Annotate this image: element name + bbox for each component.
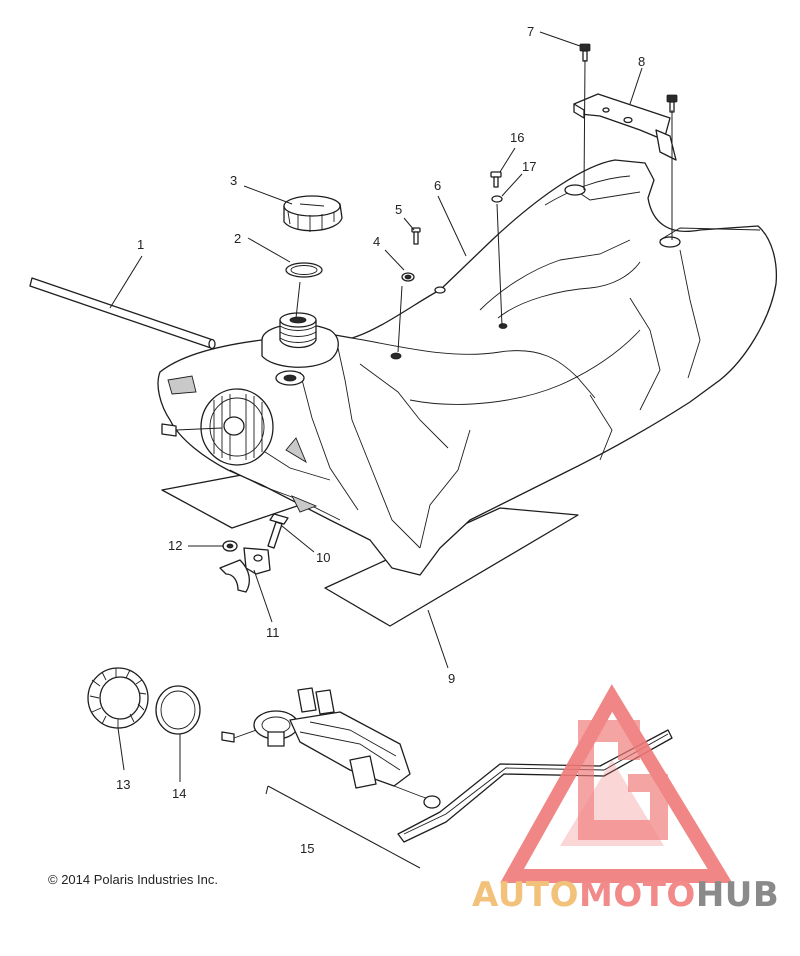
screw-7: [579, 43, 591, 62]
screw-16: [490, 171, 502, 188]
callout-16: 16: [510, 130, 524, 145]
callout-6: 6: [434, 178, 441, 193]
fuel-cap: [283, 195, 343, 232]
callout-8: 8: [638, 54, 645, 69]
cap-seal: [285, 262, 323, 278]
callout-1: 1: [137, 237, 144, 252]
callout-5: 5: [395, 202, 402, 217]
callout-15: 15: [300, 841, 314, 856]
clip-11: [219, 547, 271, 593]
o-ring-14: [155, 685, 201, 735]
leader-lines: [109, 31, 673, 869]
lock-ring-13: [87, 667, 149, 729]
watermark-brand-text: AUTOMOTOHUB: [472, 875, 779, 915]
callout-10: 10: [316, 550, 330, 565]
washer-17: [491, 195, 503, 203]
watermark-moto: MOTO: [579, 875, 696, 915]
copyright-text: © 2014 Polaris Industries Inc.: [48, 872, 218, 887]
callout-2: 2: [234, 231, 241, 246]
callout-3: 3: [230, 173, 237, 188]
callout-labels: 1 2 3 4 5 6 7 8 9 10 11 12 13 14 15 16 1…: [116, 24, 645, 856]
fuel-tank: [157, 159, 778, 576]
nut-12: [222, 540, 238, 552]
callout-14: 14: [172, 786, 186, 801]
fuel-pump-assembly: [221, 687, 673, 843]
callout-4: 4: [373, 234, 380, 249]
vent-hose: [29, 277, 216, 350]
callout-7: 7: [527, 24, 534, 39]
watermark-auto: AUTO: [472, 875, 579, 915]
screw-5: [411, 227, 421, 245]
automotohub-watermark-logo: [500, 684, 733, 883]
callout-9: 9: [448, 671, 455, 686]
callout-13: 13: [116, 777, 130, 792]
screw-7b: [666, 94, 678, 113]
mounting-bracket: [573, 93, 677, 161]
watermark-hub: HUB: [696, 875, 779, 915]
callout-12: 12: [168, 538, 182, 553]
grommet-4: [401, 272, 415, 282]
bolt-10: [267, 513, 289, 549]
callout-11: 11: [266, 625, 280, 640]
callout-17: 17: [522, 159, 536, 174]
